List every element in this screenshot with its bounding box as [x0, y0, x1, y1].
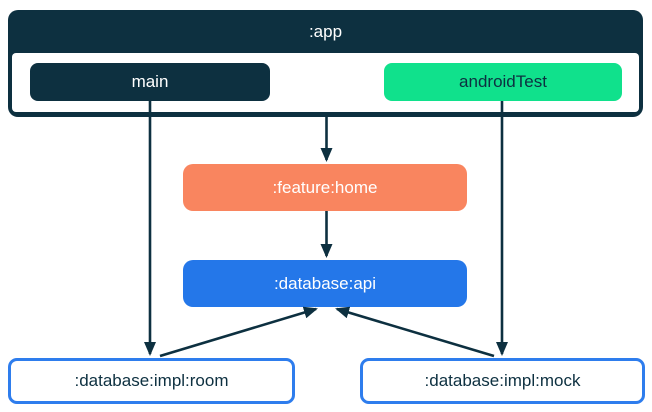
- node-database-api-label: :database:api: [273, 273, 377, 293]
- node-database-api: :database:api: [183, 260, 467, 307]
- source-set-android-test-label: androidTest: [459, 72, 547, 91]
- node-feature-home-label: :feature:home: [272, 177, 378, 197]
- edge-database-impl-room-to-database-api: [159, 306, 318, 358]
- app-source-sets-area: main androidTest: [12, 53, 639, 112]
- node-database-impl-room-label: :database:impl:room: [74, 371, 229, 390]
- edge-database-impl-mock-to-database-api: [335, 306, 495, 358]
- node-feature-home: :feature:home: [183, 164, 467, 211]
- source-set-main-label: main: [131, 72, 169, 91]
- node-database-impl-room: :database:impl:room: [8, 358, 295, 404]
- node-database-impl-mock: :database:impl:mock: [360, 358, 645, 404]
- source-set-android-test: androidTest: [384, 63, 622, 101]
- source-set-main: main: [30, 63, 270, 101]
- node-database-impl-mock-label: :database:impl:mock: [424, 371, 581, 390]
- app-module-box: :app main androidTest: [8, 10, 643, 117]
- app-module-label: :app: [308, 21, 343, 41]
